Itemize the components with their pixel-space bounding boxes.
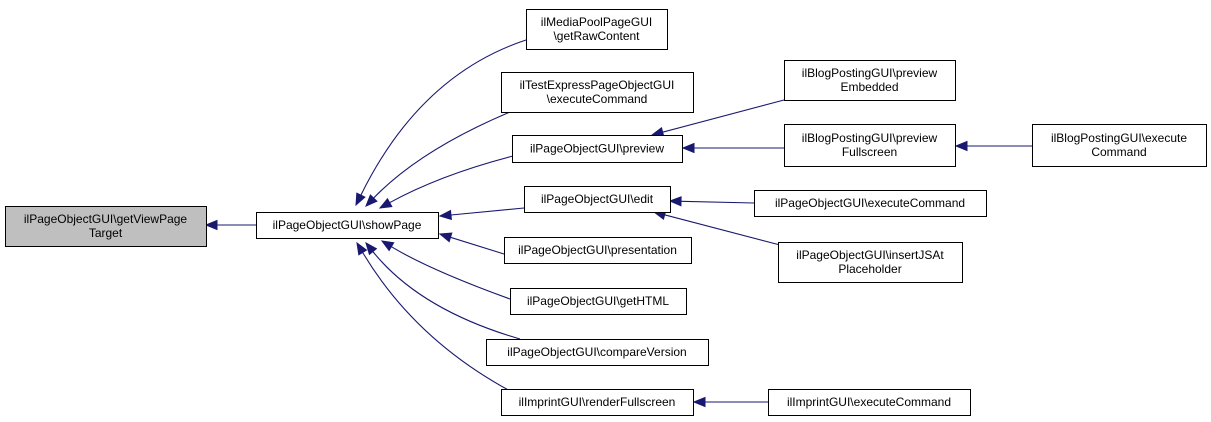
node-box <box>5 206 207 247</box>
arrowhead-icon <box>356 241 368 256</box>
node-label: ilPageObjectGUI\presentation <box>518 243 677 257</box>
edge-n6-to-n1 <box>438 232 505 255</box>
node-label: ilPageObjectGUI\getViewPage <box>24 212 188 226</box>
node-label: ilMediaPoolPageGUI <box>541 15 652 29</box>
node-box <box>784 60 956 101</box>
arrowhead-icon <box>668 196 682 207</box>
node-label: ilBlogPostingGUI\preview <box>802 66 938 80</box>
node[interactable]: ilTestExpressPageObjectGUI\executeComman… <box>501 72 694 113</box>
node-label: Target <box>89 226 123 240</box>
node-box <box>1032 124 1207 167</box>
edge-line <box>373 111 511 199</box>
node-label: ilPageObjectGUI\compareVersion <box>507 345 686 359</box>
node[interactable]: ilPageObjectGUI\showPage <box>256 212 439 239</box>
arrowhead-icon <box>365 194 378 207</box>
arrowhead-icon <box>954 140 968 152</box>
node-box <box>768 389 971 416</box>
node[interactable]: ilPageObjectGUI\compareVersion <box>486 339 709 366</box>
node-box <box>754 190 987 217</box>
node-box <box>512 135 683 163</box>
node[interactable]: ilBlogPostingGUI\executeCommand <box>1032 124 1207 167</box>
arrowhead-icon <box>378 197 393 209</box>
edge-n1-to-n0 <box>204 219 256 231</box>
node-label: \getRawContent <box>553 29 640 43</box>
node-box <box>778 242 963 283</box>
node-label: Placeholder <box>838 262 901 276</box>
edge-n2-to-n1 <box>355 39 527 207</box>
node-box <box>526 9 668 50</box>
node-box <box>510 288 687 315</box>
edge-n12-to-n5 <box>668 196 755 207</box>
edge-line <box>372 251 521 340</box>
node-label: ilTestExpressPageObjectGUI <box>520 78 675 92</box>
node-label: Command <box>1091 145 1146 159</box>
node[interactable]: ilImprintGUI\renderFullscreen <box>501 389 694 416</box>
node-label: \executeCommand <box>547 92 648 106</box>
node-box <box>784 124 956 167</box>
nodes-layer: ilPageObjectGUI\getViewPageTargetilPageO… <box>5 9 1207 416</box>
node[interactable]: ilPageObjectGUI\edit <box>524 186 671 213</box>
edge-line <box>680 200 755 204</box>
node-box <box>501 72 694 113</box>
node[interactable]: ilPageObjectGUI\executeCommand <box>754 190 987 217</box>
node-label: Fullscreen <box>842 145 897 159</box>
edge-line <box>360 39 527 196</box>
node-box <box>504 237 692 264</box>
edge-n11-to-n4 <box>681 142 784 154</box>
node-box <box>256 212 439 239</box>
edge-n7-to-n1 <box>380 240 511 300</box>
node-label: ilBlogPostingGUI\preview <box>802 131 938 145</box>
node[interactable]: ilImprintGUI\executeCommand <box>768 389 971 416</box>
node-label: ilPageObjectGUI\preview <box>530 142 664 156</box>
node-label: ilBlogPostingGUI\execute <box>1051 131 1187 145</box>
arrowhead-icon <box>355 192 366 207</box>
node-label: ilPageObjectGUI\showPage <box>273 218 422 232</box>
node[interactable]: ilPageObjectGUI\presentation <box>504 237 692 264</box>
node-label: Embedded <box>840 80 898 94</box>
edges-layer <box>204 39 1032 408</box>
node-label: ilImprintGUI\renderFullscreen <box>519 395 676 409</box>
node-label: ilImprintGUI\executeCommand <box>787 395 951 409</box>
edge-line <box>391 246 511 300</box>
arrowhead-icon <box>365 241 378 256</box>
edge-line <box>362 252 513 393</box>
edge-n15-to-n11 <box>954 140 1032 152</box>
edge-n5-to-n1 <box>438 207 525 221</box>
edge-n14-to-n9 <box>692 396 768 408</box>
arrowhead-icon <box>681 142 695 154</box>
arrowhead-icon <box>380 240 395 252</box>
edge-line <box>389 155 514 204</box>
arrowhead-icon <box>438 209 452 221</box>
node-box <box>486 339 709 366</box>
edge-n4-to-n1 <box>378 155 514 209</box>
edge-line <box>450 236 505 255</box>
edge-line <box>662 99 785 133</box>
node-label: ilPageObjectGUI\executeCommand <box>775 196 965 210</box>
node-label: ilPageObjectGUI\insertJSAt <box>796 248 944 262</box>
node-box <box>524 186 671 213</box>
edge-n9-to-n1 <box>356 241 513 393</box>
node[interactable]: ilPageObjectGUI\getHTML <box>510 288 687 315</box>
arrowhead-icon <box>438 232 453 243</box>
edge-line <box>664 214 781 246</box>
edge-n3-to-n1 <box>365 111 511 207</box>
node-label: ilPageObjectGUI\edit <box>541 192 654 206</box>
node-box <box>501 389 694 416</box>
edge-line <box>450 207 525 216</box>
arrowhead-icon <box>204 219 218 231</box>
arrowhead-icon <box>692 396 706 408</box>
node[interactable]: ilMediaPoolPageGUI\getRawContent <box>526 9 668 50</box>
node-label: ilPageObjectGUI\getHTML <box>527 294 669 308</box>
edge-n8-to-n1 <box>365 241 521 340</box>
node[interactable]: ilPageObjectGUI\preview <box>512 135 683 163</box>
